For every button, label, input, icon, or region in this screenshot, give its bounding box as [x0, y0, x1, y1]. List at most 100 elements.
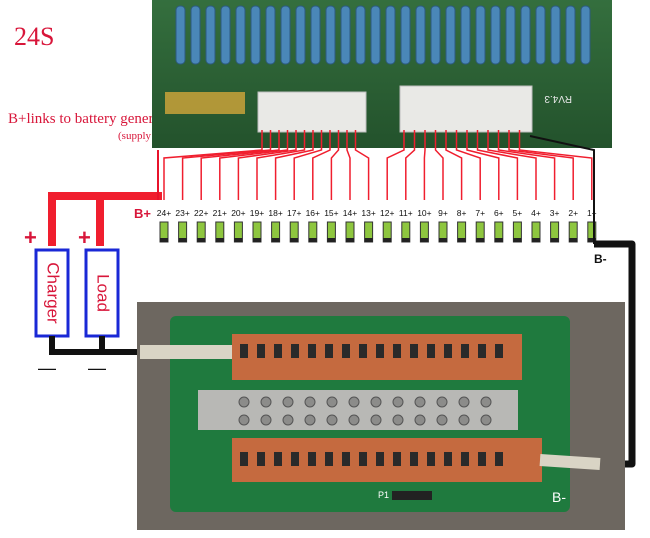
mosfet [478, 344, 486, 358]
cell-connector-cap [346, 238, 354, 242]
cell-connector-cap [364, 238, 373, 242]
cell-connector-cap [550, 238, 559, 242]
mosfet [308, 452, 316, 466]
mosfet-bolt [282, 396, 294, 408]
mosfet-bolt [326, 414, 338, 426]
resistor [400, 5, 411, 65]
terminal-label: 24+ [157, 208, 171, 218]
mosfet [308, 344, 316, 358]
top-board-photo: RV4.3 [152, 0, 612, 148]
resistor [475, 5, 486, 65]
mosfet [444, 452, 452, 466]
load-plus: + [78, 225, 91, 250]
mosfet [376, 344, 384, 358]
terminal-label: 20+ [231, 208, 245, 218]
charger-box: Charger [34, 248, 70, 338]
cell-connector-cap [290, 238, 299, 242]
mosfet [240, 344, 248, 358]
mosfet [427, 344, 435, 358]
cell-connector-cap [476, 238, 485, 242]
terminal-label: 18+ [268, 208, 282, 218]
cell-connector-cap [234, 238, 243, 242]
mosfet-bolt [326, 396, 338, 408]
mosfet [461, 452, 469, 466]
positive-wiring [48, 150, 162, 246]
balance-wire [497, 130, 556, 200]
cell-connector-cap [513, 238, 522, 242]
mosfet [427, 452, 435, 466]
mosfet-bolt [370, 396, 382, 408]
terminal-label: 21+ [213, 208, 227, 218]
mosfet [359, 344, 367, 358]
resistor [550, 5, 561, 65]
terminal-label: 7+ [475, 208, 485, 218]
balance-wire [219, 130, 289, 200]
terminal-label: 4+ [531, 208, 541, 218]
mosfet [444, 344, 452, 358]
resistor [190, 5, 201, 65]
balance-wire [434, 130, 444, 200]
balance-wire [256, 130, 306, 200]
mosfet-bolt [238, 396, 250, 408]
bplus-label: B+ [134, 206, 151, 221]
mosfet-bolt [370, 414, 382, 426]
balance-wire [386, 130, 405, 200]
terminal-label: 6+ [494, 208, 504, 218]
mosfet [461, 344, 469, 358]
balance-wire [518, 130, 593, 200]
mosfet [257, 452, 265, 466]
resistor [415, 5, 426, 65]
bminus-label: B- [594, 252, 607, 266]
balance-wire [163, 130, 263, 200]
cell-connector-cap [383, 238, 392, 242]
mosfet-bolt [392, 396, 404, 408]
charger-plus: + [24, 225, 37, 250]
mosfet-bolt [238, 414, 250, 426]
balance-wire [466, 130, 500, 200]
cell-connector-cap [439, 238, 447, 242]
mosfet-bolt [260, 396, 272, 408]
mosfet [274, 452, 282, 466]
load-box: Load [84, 248, 120, 338]
board-version-label: RV4.3 [544, 93, 572, 104]
resistor [310, 5, 321, 65]
cell-connector-cap [327, 238, 336, 242]
terminal-label: 8+ [457, 208, 467, 218]
resistor [535, 5, 546, 65]
cell-connector-cap [271, 238, 280, 242]
board-p1-label: P1 [378, 490, 389, 500]
mosfet [291, 452, 299, 466]
mosfet-bolt [480, 396, 492, 408]
resistor [565, 5, 576, 65]
mosfet-rows [238, 344, 503, 466]
mosfet [240, 452, 248, 466]
mosfet [376, 452, 384, 466]
resistor [220, 5, 231, 65]
balance-wire [312, 130, 331, 200]
mosfet-bolt [304, 396, 316, 408]
terminal-label: 14+ [343, 208, 357, 218]
resistor [460, 5, 471, 65]
cell-connector-cap [532, 238, 540, 242]
cell-connector-cap [457, 238, 466, 242]
balance-wire [405, 130, 416, 200]
terminal-label: 17+ [287, 208, 301, 218]
resistor [175, 5, 186, 65]
resistor [250, 5, 261, 65]
mosfet [478, 452, 486, 466]
cell-connector-cap [160, 238, 168, 242]
resistor [385, 5, 396, 65]
mosfet [359, 452, 367, 466]
terminal-label: 3+ [550, 208, 560, 218]
mosfet-bolt [436, 396, 448, 408]
balance-wire [181, 130, 272, 200]
mosfet-bolt [348, 396, 360, 408]
mosfet [410, 452, 418, 466]
balance-wire [293, 130, 323, 200]
resistor [520, 5, 531, 65]
resistor [370, 5, 381, 65]
terminal-label: 23+ [175, 208, 189, 218]
cell-connector-cap [401, 238, 410, 242]
resistor [295, 5, 306, 65]
